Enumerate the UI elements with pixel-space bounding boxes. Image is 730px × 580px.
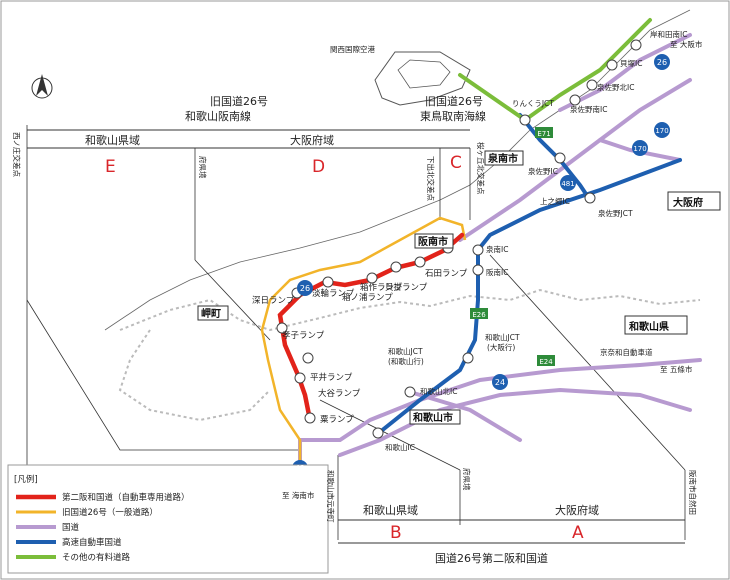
label-second-hanwa: 国道26号第二阪和国道 (435, 551, 548, 565)
label-wakayama-shi: 和歌山市 (412, 411, 453, 424)
box-misaki (197, 305, 229, 321)
label-fukyo-b: 府県境 (462, 468, 472, 491)
label-kaikake: 貝掛ランプ (385, 282, 428, 293)
label-fukyo: 府県境 (198, 156, 208, 179)
label-wakayama-ken: 和歌山県 (628, 320, 669, 333)
dim-line-west (26, 299, 300, 451)
box-sennan (484, 150, 524, 166)
toll-roads (458, 18, 652, 122)
label-osaka-fu: 大阪府 (673, 196, 703, 209)
route-shields (292, 54, 670, 476)
label-hakoe: 箱ノ浦ランプ (342, 292, 393, 303)
label-wakayama-jct-2: (大阪行) (487, 342, 515, 352)
legend-blue: 高速自動車国道 (62, 537, 122, 548)
box-hannan (414, 233, 454, 249)
section-b: B (390, 523, 402, 543)
label-hanan-jinden: 阪南市自然田 (688, 470, 698, 515)
section-d: D (312, 157, 325, 177)
label-to-gojo: 至 五條市 (660, 364, 693, 374)
airport-inner (397, 59, 451, 89)
legend-green: その他の有料道路 (62, 552, 131, 563)
legend-yellow: 旧国道26号（一般道路） (62, 507, 158, 518)
section-e: E (105, 157, 116, 177)
label-osaka-pref-bottom: 大阪府域 (555, 503, 599, 517)
label-rinku-jct: りんくうJCT (512, 99, 554, 108)
label-hanasaku: 箱作ランプ (360, 282, 403, 293)
box-wakayama-city (409, 409, 461, 425)
label-sennan-city: 泉南市 (487, 152, 518, 165)
label-kix: 関西国際空港 (330, 44, 375, 54)
inland-boundary (118, 329, 271, 422)
label-awa: 粟ランプ (320, 415, 354, 425)
shield-24: 24 (495, 378, 505, 387)
label-wakayama-jct-w1: 和歌山JCT (388, 346, 423, 356)
shield-e71: E71 (537, 130, 550, 138)
label-wakayama-ic: 和歌山IC (385, 442, 415, 452)
label-izumisano-s: 泉佐野南IC (570, 104, 607, 114)
dim-line-d (194, 259, 271, 341)
shield-170-a: 170 (655, 127, 668, 135)
legend-title: [凡例] (14, 474, 38, 485)
label-misaki: 岬町 (201, 307, 221, 320)
label-hannan-ic: 阪南IC (486, 267, 508, 277)
shield-481: 481 (561, 180, 574, 188)
label-old26-higashi-1: 旧国道26号 (425, 94, 483, 108)
label-sakuragaoka: 桜ヶ丘北交差点 (476, 142, 486, 195)
label-wakayama-jct-w2: (和歌山行) (388, 356, 424, 366)
dim-line-east (489, 254, 686, 471)
label-wakayama-pref-bottom: 和歌山県域 (363, 503, 418, 517)
label-shimohoshi: 下出北交差点 (426, 156, 436, 201)
legend-red: 第二阪和国道（自動車専用道路） (62, 492, 190, 503)
section-c: C (450, 153, 462, 173)
label-izumisano-jct: 泉佐野JCT (598, 208, 633, 218)
label-osaka-pref-top: 大阪府域 (290, 133, 334, 147)
label-uenogo: 上之郷IC (540, 196, 570, 206)
prefecture-boundary (119, 288, 701, 332)
label-sennan-ic: 泉南IC (486, 244, 508, 254)
label-kishiwada-minami: 岸和田南IC (650, 29, 687, 39)
label-awaji: 淡輪ランプ (312, 288, 355, 299)
shield-170-b: 170 (633, 145, 646, 153)
label-fukahi: 深日ランプ (252, 296, 295, 306)
north-arrow (31, 74, 53, 99)
shield-e26: E26 (472, 311, 486, 319)
legend-box (7, 464, 329, 574)
label-wakayama-north: 和歌山北IC (420, 386, 457, 396)
label-ishida: 石田ランプ (425, 269, 468, 279)
box-wakayama (624, 315, 688, 335)
shield-26-a: 26 (300, 284, 310, 293)
label-wakayama-pref-top: 和歌山県域 (85, 133, 140, 147)
label-old26-wakayama-1: 旧国道26号 (210, 94, 268, 108)
label-kaizuka: 貝塚IC (620, 59, 642, 68)
label-izumisano: 泉佐野IC (528, 166, 558, 176)
label-nishinocho: 西ノ庄交差点 (12, 132, 22, 177)
box-osaka (667, 191, 721, 211)
label-to-osaka: 至 大阪市 (670, 39, 703, 49)
label-takashi: 孝子ランプ (282, 331, 325, 341)
label-izumisano-n: 泉佐野北IC (597, 82, 634, 92)
label-motoji: 和歌山市元寺町 (326, 470, 336, 523)
label-otani: 大谷ランプ (318, 388, 361, 399)
shield-42: 42 (295, 464, 305, 473)
shield-e24: E24 (539, 358, 553, 366)
label-hirai: 平井ランプ (310, 372, 353, 383)
label-senshu: 京奈和自動車道 (600, 347, 653, 357)
old-route-26 (260, 216, 467, 470)
label-old26-higashi-2: 東鳥取南海線 (420, 109, 486, 123)
coastline (104, 9, 691, 331)
legend-purple: 国道 (62, 522, 80, 533)
section-a: A (572, 523, 584, 543)
kansai-airport-island (374, 51, 471, 106)
label-to-kainan: 至 海南市 (282, 490, 315, 500)
shield-26-b: 26 (657, 58, 667, 67)
label-old26-wakayama-2: 和歌山阪南線 (185, 109, 251, 123)
label-hannan-city: 阪南市 (418, 235, 448, 248)
label-wakayama-jct-1: 和歌山JCT (485, 332, 520, 342)
